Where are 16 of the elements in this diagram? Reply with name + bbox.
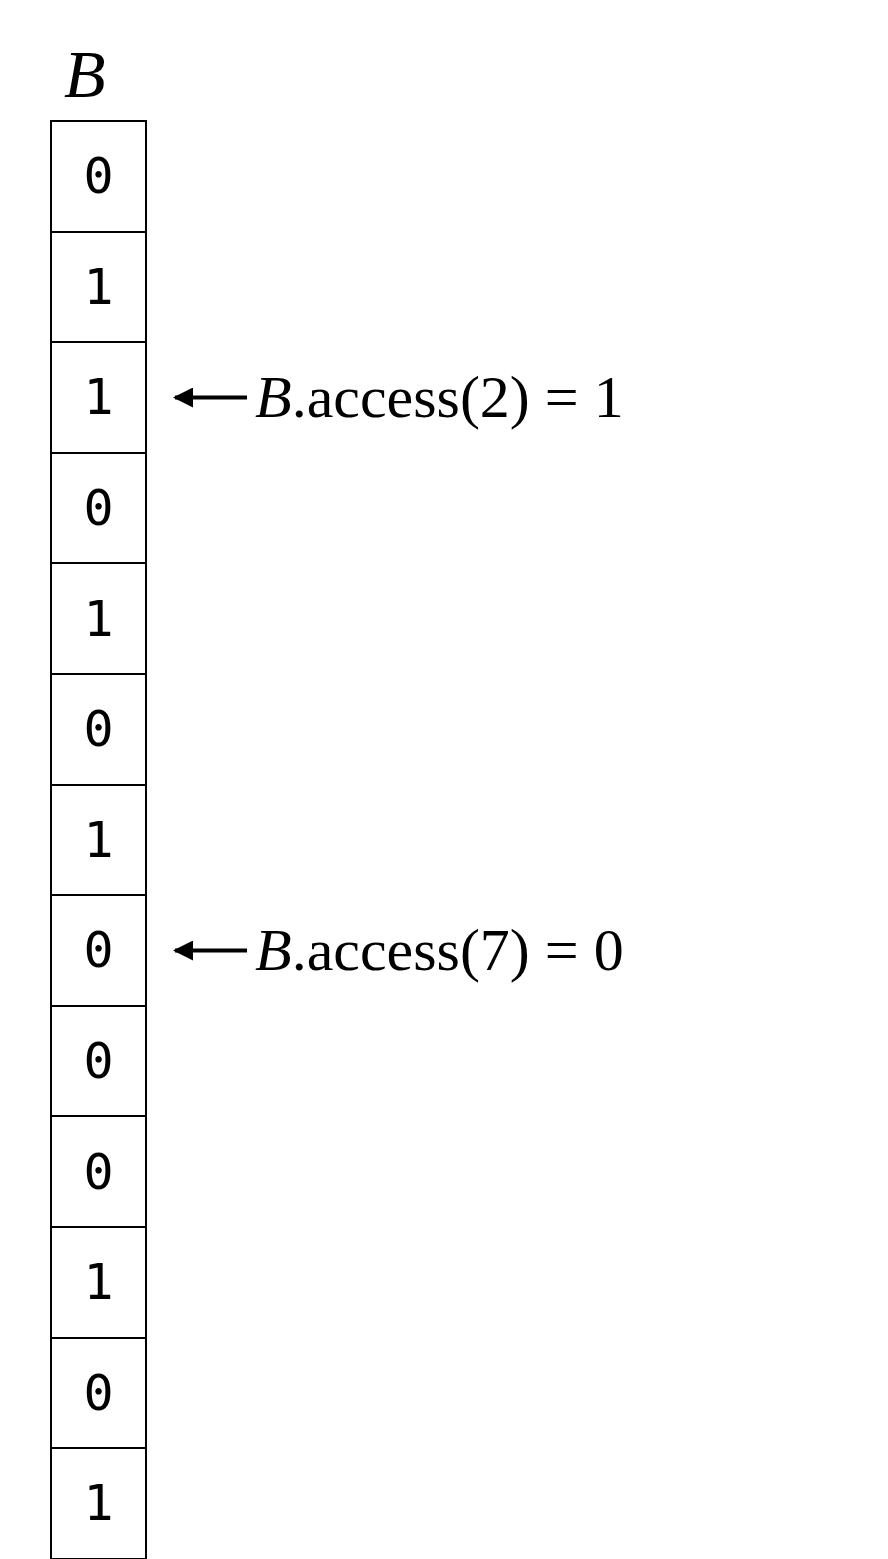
array-cell: 0 — [50, 673, 147, 786]
array-cell: 0 — [50, 120, 147, 233]
array-cell: 1 — [50, 230, 147, 344]
array-cell: 0 — [50, 451, 147, 565]
array-cell: 1 — [50, 1226, 147, 1339]
array-cell: 0 — [50, 894, 147, 1007]
array-name: B — [64, 40, 106, 108]
array-cell: 0 — [50, 1004, 147, 1118]
array-cell: 1 — [50, 562, 147, 675]
arrow — [173, 387, 247, 408]
array-cell: 0 — [50, 1336, 147, 1450]
arrow — [173, 940, 247, 961]
array-cell: 0 — [50, 1115, 147, 1228]
array-cell: 1 — [50, 783, 147, 897]
array-cell: 1 — [50, 341, 147, 454]
array-cell: 1 — [50, 1447, 147, 1559]
